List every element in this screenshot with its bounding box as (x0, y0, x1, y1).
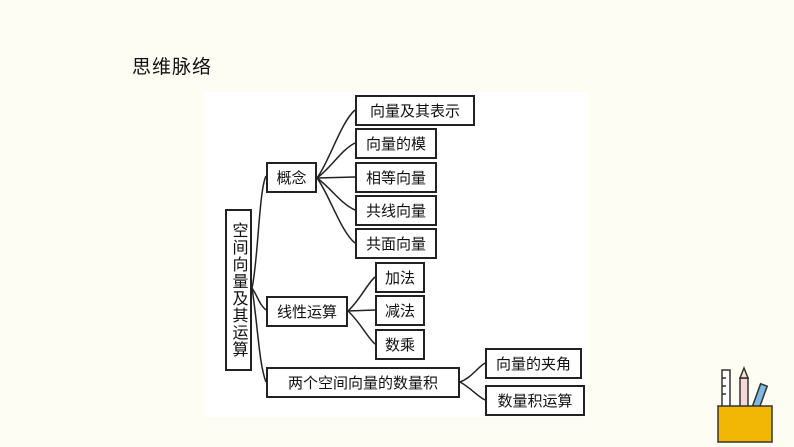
connector-lines (251, 109, 486, 401)
linear-child-scalar: 数乘 (375, 329, 425, 360)
connector-linear-c1 (347, 276, 376, 312)
connector-concept-c4 (316, 177, 356, 211)
connector-linear-c2 (347, 309, 376, 312)
concept-child-magnitude: 向量的模 (355, 128, 437, 159)
branch-linear-ops: 线性运算 (266, 296, 348, 327)
pencil-cup-icon (717, 365, 773, 443)
dot-child-angle: 向量的夹角 (485, 348, 582, 379)
connector-concept-c5 (316, 177, 356, 244)
concept-child-coplanar: 共面向量 (355, 228, 437, 259)
branch-dot-product: 两个空间向量的数量积 (266, 367, 460, 398)
connector-dot-c1 (459, 362, 486, 383)
connector-concept-c2 (316, 142, 356, 179)
connector-linear-c3 (347, 310, 376, 345)
page-title: 思维脉络 (132, 56, 213, 78)
concept-child-representation: 向量及其表示 (355, 95, 475, 126)
concept-child-equal: 相等向量 (355, 162, 437, 193)
linear-child-subtraction: 减法 (375, 295, 425, 326)
branch-concept: 概念 (266, 162, 317, 193)
concept-child-collinear: 共线向量 (355, 195, 437, 226)
connector-concept-c1 (316, 109, 356, 179)
connector-concept-c3 (316, 176, 356, 179)
connector-root-concept (251, 175, 267, 289)
connector-dot-c2 (459, 381, 486, 401)
connector-root-linear (251, 287, 267, 311)
diagram-panel: 空间向量及其运算 概念 线性运算 两个空间向量的数量积 向量及其表示 向量的模 … (205, 92, 588, 417)
connector-root-dot (251, 287, 267, 383)
root-node: 空间向量及其运算 (225, 209, 252, 371)
linear-child-addition: 加法 (375, 262, 425, 293)
dot-child-operation: 数量积运算 (485, 385, 585, 416)
